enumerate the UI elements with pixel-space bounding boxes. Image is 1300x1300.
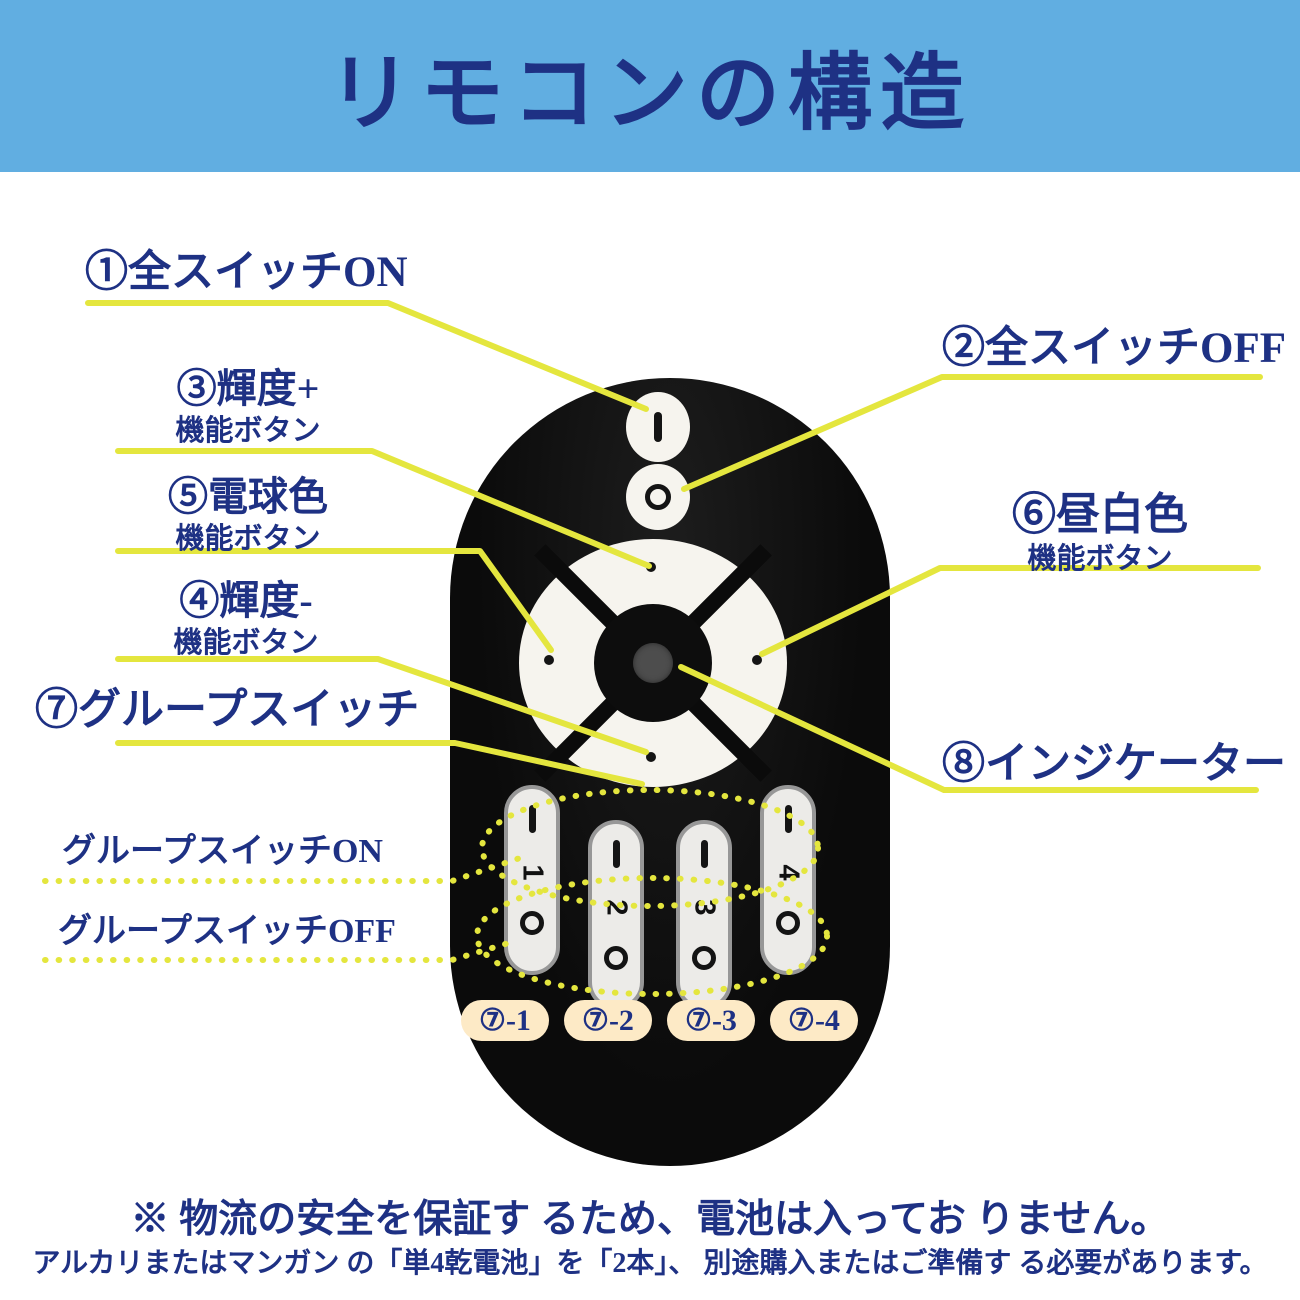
- group-2-off-button[interactable]: [604, 946, 628, 970]
- label-cool-white-sub: 機能ボタン: [1027, 543, 1173, 576]
- label-indicator: ⑧インジケーター: [942, 741, 1286, 788]
- label-brightness-up: ③輝度+ 機能ボタン: [120, 366, 376, 447]
- power-off-icon: [645, 484, 671, 510]
- indicator-led: [633, 643, 673, 683]
- label-brightness-up-main: ③輝度+: [176, 366, 320, 411]
- header-banner: リモコンの構造: [0, 0, 1300, 172]
- group-4-off-button[interactable]: [776, 911, 800, 935]
- label-warm-white-sub: 機能ボタン: [175, 523, 321, 555]
- label-brightness-down: ④輝度- 機能ボタン: [118, 578, 374, 659]
- group-3-label: 3: [688, 898, 721, 916]
- group-1-switch: 1: [504, 785, 560, 975]
- label-brightness-down-sub: 機能ボタン: [173, 627, 319, 659]
- label-cool-white-main: ⑥昼白色: [1012, 490, 1188, 539]
- badge-group-4: ⑦-4: [770, 1000, 858, 1041]
- group-3-off-button[interactable]: [692, 946, 716, 970]
- label-cool-white: ⑥昼白色 機能ボタン: [988, 490, 1212, 576]
- group-4-on-button[interactable]: [784, 805, 792, 833]
- all-on-button[interactable]: [626, 392, 690, 462]
- group-1-label: 1: [516, 863, 549, 881]
- remote-body: 1 2 3 4: [450, 378, 890, 1166]
- group-1-on-button[interactable]: [528, 805, 536, 833]
- label-group-on: グループスイッチON: [62, 833, 383, 870]
- group-3-on-button[interactable]: [700, 840, 708, 868]
- label-brightness-up-sub: 機能ボタン: [175, 415, 321, 447]
- badge-group-2: ⑦-2: [564, 1000, 652, 1041]
- label-group-off: グループスイッチOFF: [58, 913, 396, 950]
- group-3-switch: 3: [676, 820, 732, 1010]
- group-4-label: 4: [772, 863, 805, 881]
- label-all-off: ②全スイッチOFF: [942, 325, 1286, 372]
- label-brightness-down-main: ④輝度-: [179, 578, 313, 623]
- label-all-on: ①全スイッチON: [85, 249, 408, 296]
- shipping-note: ※ 物流の安全を保証す るため、電池は入ってお りません。: [130, 1198, 1170, 1241]
- label-warm-white: ⑤電球色 機能ボタン: [120, 474, 376, 555]
- petal-dot: [646, 752, 656, 762]
- petal-dot: [646, 562, 656, 572]
- badge-group-1: ⑦-1: [461, 1000, 549, 1041]
- label-warm-white-main: ⑤電球色: [168, 474, 328, 519]
- group-2-label: 2: [600, 898, 633, 916]
- all-off-button[interactable]: [626, 464, 690, 530]
- petal-dot: [544, 655, 554, 665]
- power-on-icon: [654, 412, 662, 442]
- group-1-off-button[interactable]: [520, 911, 544, 935]
- badge-group-3: ⑦-3: [667, 1000, 755, 1041]
- label-group-switch: ⑦グループスイッチ: [35, 687, 420, 734]
- battery-note: アルカリまたはマンガン の「単4乾電池」を「2本」、 別途購入またはご準備す る…: [32, 1248, 1268, 1279]
- dpad: [519, 539, 787, 787]
- petal-dot: [752, 655, 762, 665]
- group-2-switch: 2: [588, 820, 644, 1010]
- group-4-switch: 4: [760, 785, 816, 975]
- page-title: リモコンの構造: [327, 47, 972, 141]
- group-2-on-button[interactable]: [612, 840, 620, 868]
